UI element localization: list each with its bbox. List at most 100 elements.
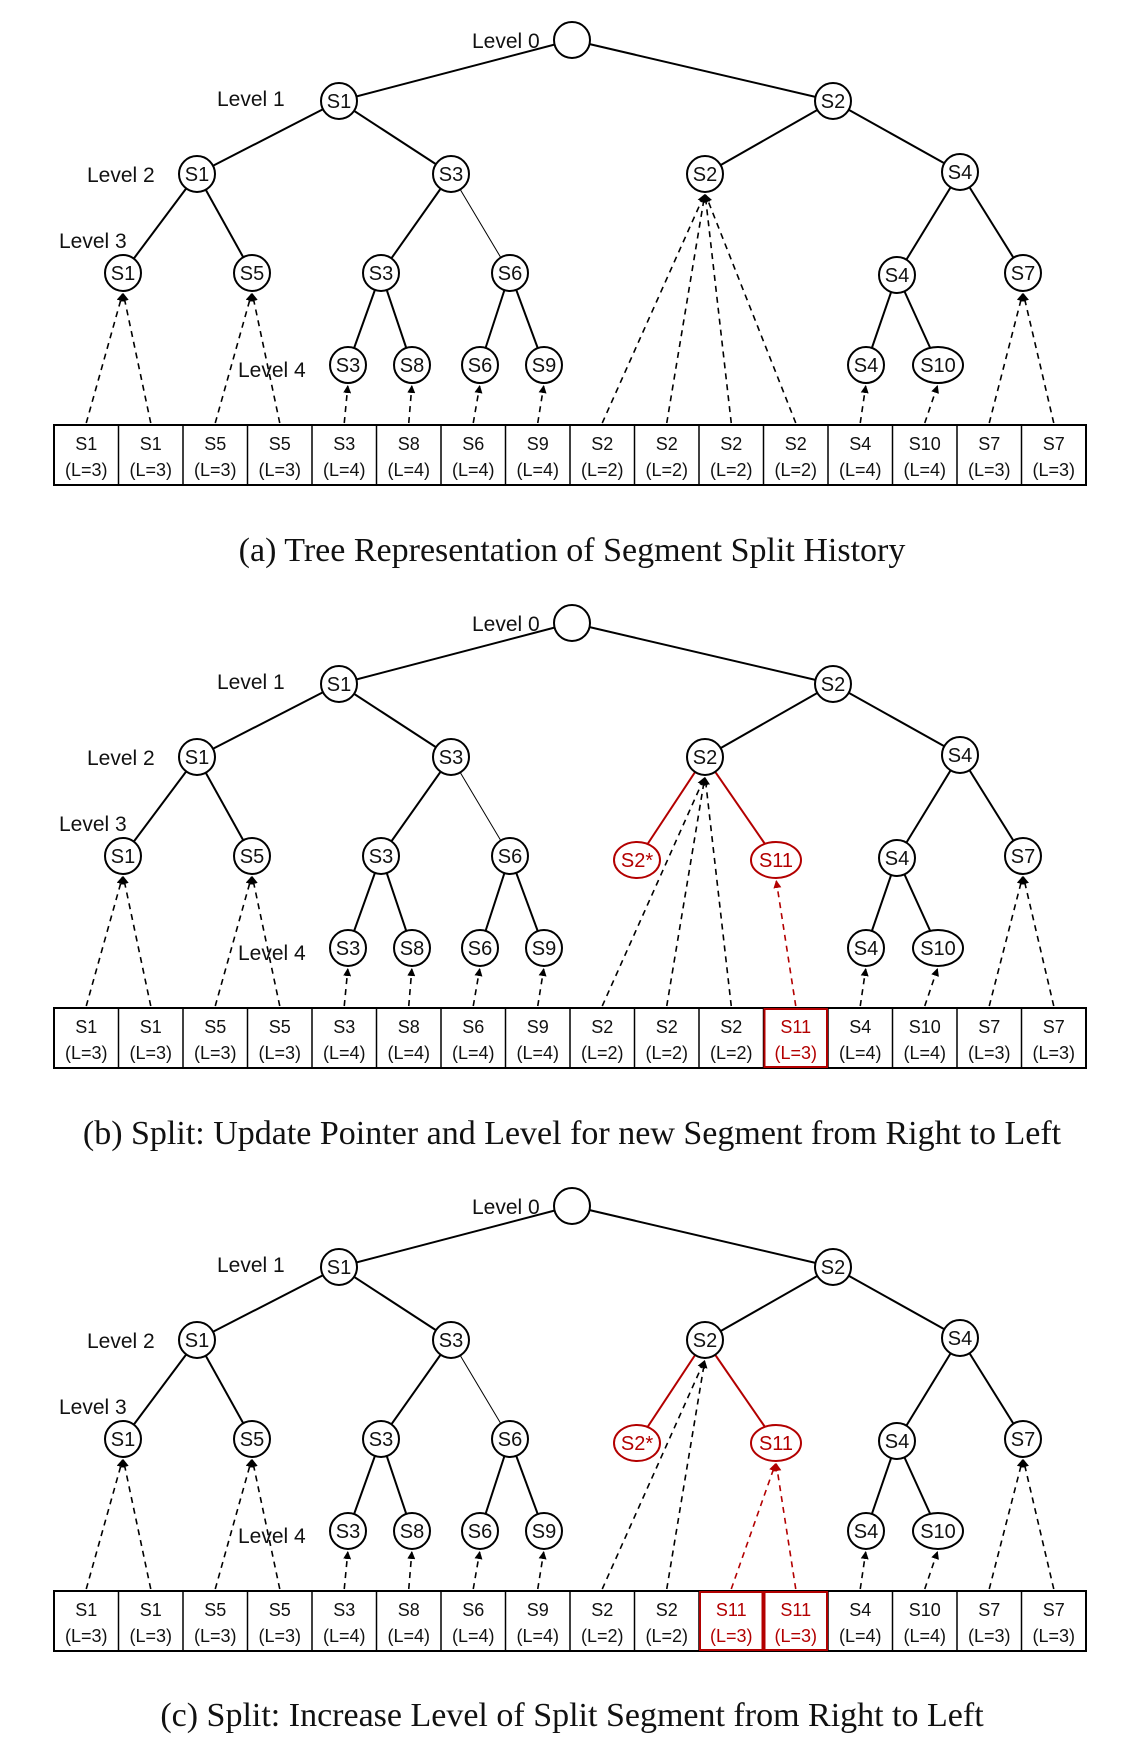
tree-edge [704, 1266, 834, 1341]
tree-node: S6 [461, 1512, 499, 1550]
cell-level: (L=3) [194, 1626, 237, 1646]
node-label: S2 [821, 1257, 845, 1279]
directory-table: S1(L=3)S1(L=3)S5(L=3)S5(L=3)S3(L=4)S8(L=… [53, 1590, 1087, 1652]
tree-node: S5 [233, 254, 271, 292]
directory-cell: S1(L=3) [65, 434, 108, 480]
segment-pointer-arrow [601, 777, 705, 1007]
cell-level: (L=3) [65, 1043, 108, 1063]
node-label: S4 [948, 745, 972, 767]
tree-node: S2 [814, 82, 852, 120]
node-label: S2 [821, 674, 845, 696]
cell-level: (L=3) [1032, 1043, 1075, 1063]
cell-segment: S2 [720, 434, 742, 454]
cell-segment: S2 [591, 434, 613, 454]
segment-pointer-arrow [343, 1551, 352, 1590]
tree-node: S3 [362, 1420, 400, 1458]
tree-node: S1 [104, 837, 142, 875]
cell-segment: S2 [591, 1017, 613, 1037]
directory-cell: S5(L=3) [258, 1600, 301, 1646]
segment-pointer-arrow [665, 194, 708, 424]
directory-cell: S3 (L=4) [323, 1017, 366, 1063]
tree-node: S1 [178, 155, 216, 193]
tree-edge [704, 1339, 777, 1444]
level-label: Level 3 [59, 230, 127, 253]
segment-pointer-arrow [536, 385, 547, 424]
node-label: S3 [439, 747, 463, 769]
directory-cell: S7(L=3) [1032, 1017, 1075, 1063]
tree-node: S11 [750, 1424, 802, 1462]
node-label: S5 [240, 846, 264, 868]
node-label: S5 [240, 263, 264, 285]
cell-level: (L=4) [839, 460, 882, 480]
cell-segment: S11 [780, 1600, 811, 1620]
node-label: S11 [759, 850, 793, 872]
tree-edge [450, 173, 511, 274]
directory-cell: S4(L=4) [839, 1600, 882, 1646]
directory-cell: S2(L=2) [710, 1017, 753, 1063]
tree-node: S8 [393, 929, 431, 967]
tree-node: S4 [878, 256, 916, 294]
cell-segment: S8 [398, 434, 420, 454]
cell-segment: S3 [333, 1017, 355, 1037]
directory-cell: S5(L=3) [258, 1017, 301, 1063]
cell-level: (L=4) [323, 1043, 366, 1063]
cell-level: (L=2) [774, 460, 817, 480]
tree-node: S1 [178, 1321, 216, 1359]
node-label: S2* [621, 850, 653, 872]
directory-cell: S3 (L=4) [323, 1600, 366, 1646]
tree-edge [704, 100, 834, 175]
node-label: S2 [821, 91, 845, 113]
directory-cell: S5(L=3) [258, 434, 301, 480]
root-node [553, 604, 591, 642]
segment-pointer-arrow [988, 293, 1025, 424]
cell-segment: S11 [780, 1017, 811, 1037]
tree-edge [704, 683, 834, 758]
segment-pointer-arrow [85, 876, 125, 1007]
node-label: S3 [369, 1429, 393, 1451]
cell-level: (L=4) [452, 1626, 495, 1646]
cell-segment: S5 [204, 1600, 226, 1620]
segment-pointer-arrow [536, 1551, 547, 1590]
cell-level: (L=3) [1032, 1626, 1075, 1646]
tree-node: S7 [1004, 837, 1042, 875]
cell-level: (L=3) [65, 1626, 108, 1646]
tree-node: S2 [814, 1248, 852, 1286]
level-label: Level 4 [238, 359, 306, 382]
cell-segment: S3 [333, 1600, 355, 1620]
level-label: Level 2 [87, 1330, 155, 1353]
panel-caption: (a) Tree Representation of Segment Split… [239, 532, 906, 569]
segment-pointer-arrow [536, 968, 547, 1007]
cell-level: (L=4) [516, 460, 559, 480]
directory-cell: S2(L=2) [645, 434, 688, 480]
segment-pointer-arrow [472, 1551, 483, 1590]
segment-pointer-arrow [665, 1360, 708, 1590]
segment-pointer-arrow [859, 1551, 869, 1590]
segment-pointer-arrow [343, 385, 352, 424]
cell-segment: S2 [656, 1600, 678, 1620]
node-label: S9 [532, 1521, 556, 1543]
segment-pointer-arrow [214, 1459, 254, 1590]
tree-edge [122, 1339, 198, 1440]
cell-level: (L=3) [129, 1626, 172, 1646]
tree-edge [896, 171, 961, 276]
node-label: S4 [854, 938, 878, 960]
cell-segment: S2 [591, 1600, 613, 1620]
directory-cell: S10(L=4) [903, 1600, 946, 1646]
tree-node: S1 [320, 665, 358, 703]
cell-segment: S4 [849, 1017, 871, 1037]
node-label: S1 [185, 747, 209, 769]
tree-node: S4 [878, 1422, 916, 1460]
tree-edge [338, 39, 573, 102]
node-label: S1 [185, 1330, 209, 1352]
directory-cell: S8(L=4) [387, 1600, 430, 1646]
segment-pointer-arrow [472, 968, 483, 1007]
node-label: S3 [336, 355, 360, 377]
cell-level: (L=3) [194, 460, 237, 480]
directory-cell: S2(L=2) [645, 1600, 688, 1646]
node-label: S3 [369, 846, 393, 868]
cell-segment: S5 [269, 434, 291, 454]
tree-node: S11 [750, 841, 802, 879]
cell-level: (L=4) [323, 1626, 366, 1646]
